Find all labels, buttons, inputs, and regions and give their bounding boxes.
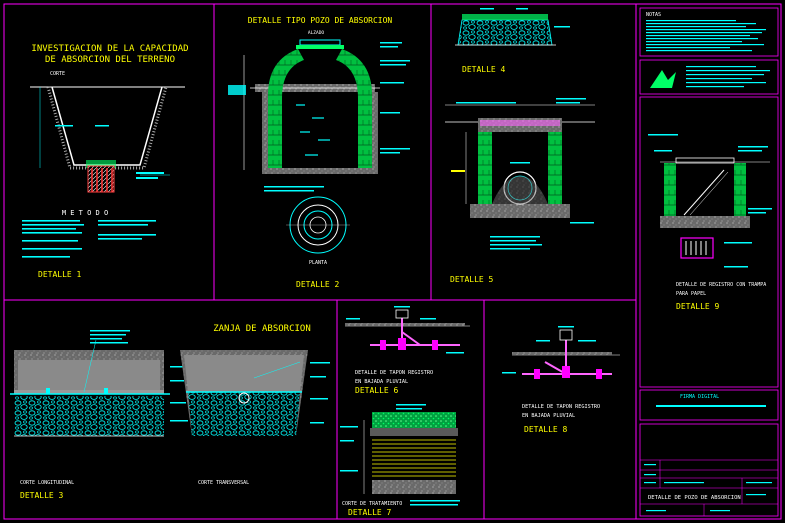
detail-2-title: DETALLE TIPO POZO DE ABSORCION bbox=[248, 16, 393, 25]
detail-8-text-line2: EN BAJADA PLUVIAL bbox=[522, 413, 575, 419]
digital-signature-heading: FIRMA DIGITAL bbox=[680, 394, 719, 400]
detail-1-corte-label: CORTE bbox=[50, 71, 65, 77]
notes-heading: NOTAS bbox=[646, 12, 661, 18]
detail-9-text-line2: PARA PAPEL bbox=[676, 291, 706, 297]
detail-6-downspout-cap: DETALLE DE TAPON REGISTRO EN BAJADA PLUV… bbox=[345, 306, 470, 395]
detail-3-title: ZANJA DE ABSORCION bbox=[213, 324, 311, 334]
detail-5-label: DETALLE 5 bbox=[450, 275, 494, 284]
detail-7-label: DETALLE 7 bbox=[348, 508, 392, 517]
sheet-frame bbox=[3, 3, 782, 520]
detail-7-treatment-section: CORTE DE TRATAMIENTO DETALLE 7 bbox=[340, 404, 460, 517]
detail-4-cover: DETALLE 4 bbox=[455, 8, 570, 74]
detail-7-corte-label: CORTE DE TRATAMIENTO bbox=[342, 501, 402, 507]
detail-3-longitudinal-label: CORTE LONGITUDINAL bbox=[20, 480, 74, 486]
detail-1-title-line1: INVESTIGACION DE LA CAPACIDAD bbox=[31, 44, 188, 54]
detail-9-text-line1: DETALLE DE REGISTRO CON TRAMPA bbox=[676, 282, 766, 288]
detail-1-label: DETALLE 1 bbox=[38, 270, 82, 279]
drawing-title: DETALLE DE POZO DE ABSORCION bbox=[648, 495, 741, 501]
detail-5-register-box: DETALLE 5 bbox=[445, 98, 595, 284]
detail-1-title-line2: DE ABSORCION DEL TERRENO bbox=[45, 55, 175, 65]
detail-2-planta-label: PLANTA bbox=[309, 260, 327, 266]
detail-9-label: DETALLE 9 bbox=[676, 302, 720, 311]
detail-8-downspout-cap: DETALLE DE TAPON REGISTRO EN BAJADA PLUV… bbox=[502, 326, 620, 434]
digital-signature-block: FIRMA DIGITAL bbox=[639, 389, 779, 421]
detail-3-transversal-label: CORTE TRANSVERSAL bbox=[198, 480, 249, 486]
detail-8-text-line1: DETALLE DE TAPON REGISTRO bbox=[522, 404, 600, 410]
detail-6-text-line1: DETALLE DE TAPON REGISTRO bbox=[355, 370, 433, 376]
detail-2-absorption-well: DETALLE TIPO POZO DE ABSORCION ALZADO bbox=[228, 16, 410, 289]
detail-2-alzado-label: ALZADO bbox=[308, 30, 325, 36]
detail-6-label: DETALLE 6 bbox=[355, 386, 399, 395]
detail-3-absorption-trench: ZANJA DE ABSORCION CORTE LONGITUDINAL CO… bbox=[10, 324, 330, 500]
detail-3-label: DETALLE 3 bbox=[20, 491, 64, 500]
company-block bbox=[639, 59, 779, 95]
detail-1-metodo-heading: M E T O D O bbox=[62, 209, 108, 217]
detail-1-absorption-test: INVESTIGACION DE LA CAPACIDAD DE ABSORCI… bbox=[22, 44, 189, 279]
detail-8-label: DETALLE 8 bbox=[524, 425, 568, 434]
detail-4-label: DETALLE 4 bbox=[462, 65, 506, 74]
detail-6-text-line2: EN BAJADA PLUVIAL bbox=[355, 379, 408, 385]
title-block: DETALLE DE POZO DE ABSORCION bbox=[639, 423, 779, 517]
detail-2-label: DETALLE 2 bbox=[296, 280, 340, 289]
detail-9-register-with-trap: DETALLE DE REGISTRO CON TRAMPA PARA PAPE… bbox=[639, 96, 779, 388]
company-logo-icon bbox=[650, 70, 676, 88]
notes-block: NOTAS bbox=[639, 7, 779, 57]
